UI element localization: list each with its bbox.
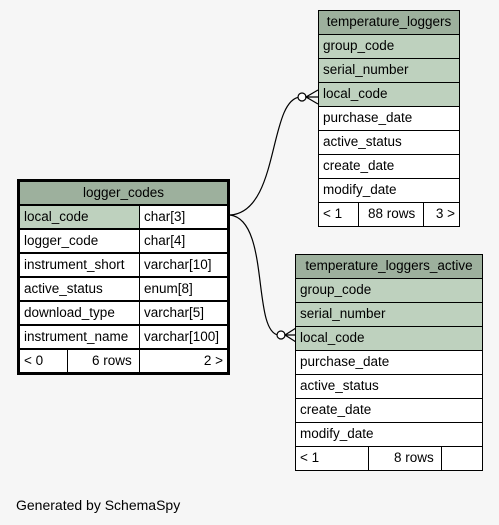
- column-row[interactable]: local_code: [295, 326, 483, 351]
- zero-cardinality-marker: [297, 92, 307, 102]
- column-type-text: varchar[5]: [144, 305, 205, 320]
- column-name: instrument_name: [24, 329, 129, 344]
- column-type: char[4]: [139, 229, 228, 253]
- column-name: local_code: [300, 330, 365, 345]
- parents-count[interactable]: < 1: [323, 206, 343, 221]
- row-count: 88 rows: [368, 206, 416, 221]
- column-row[interactable]: logger_code: [19, 229, 140, 253]
- parents-count[interactable]: < 1: [300, 450, 320, 465]
- crowfoot-marker: [283, 327, 297, 343]
- column-name: logger_code: [24, 233, 99, 248]
- table-title-text: logger_codes: [82, 185, 165, 200]
- table-footer: < 1 88 rows 3 >: [318, 202, 460, 227]
- column-row[interactable]: active_status: [318, 130, 460, 155]
- column-name: active_status: [24, 281, 103, 296]
- column-name: local_code: [24, 209, 89, 224]
- column-row[interactable]: serial_number: [318, 58, 460, 83]
- column-name: modify_date: [300, 426, 374, 441]
- column-type-text: char[4]: [144, 233, 186, 248]
- column-name: create_date: [323, 158, 395, 173]
- column-row[interactable]: local_code: [318, 82, 460, 107]
- column-type-text: varchar[100]: [144, 329, 220, 344]
- table-title-text: temperature_loggers: [326, 14, 452, 29]
- table-footer: < 0 6 rows 2 >: [19, 349, 228, 373]
- column-row[interactable]: create_date: [295, 398, 483, 423]
- column-row[interactable]: local_code: [19, 205, 140, 229]
- column-row[interactable]: modify_date: [318, 178, 460, 203]
- children-count[interactable]: 3 >: [435, 206, 455, 221]
- column-row[interactable]: download_type: [19, 301, 140, 325]
- column-name: create_date: [300, 402, 372, 417]
- parents-count[interactable]: < 0: [24, 353, 44, 368]
- column-name: group_code: [300, 282, 372, 297]
- column-name: serial_number: [323, 62, 409, 77]
- table-logger-codes[interactable]: logger_codes local_code char[3] logger_c…: [17, 179, 230, 375]
- column-type-text: varchar[10]: [144, 257, 212, 272]
- column-type: varchar[5]: [139, 301, 228, 325]
- crowfoot-marker: [304, 89, 319, 105]
- column-row[interactable]: instrument_name: [19, 325, 140, 349]
- column-row[interactable]: instrument_short: [19, 253, 140, 277]
- column-type-text: enum[8]: [144, 281, 193, 296]
- relationship-line-temperature-loggers-active: [229, 214, 279, 336]
- column-name: modify_date: [323, 182, 397, 197]
- column-row[interactable]: group_code: [318, 34, 460, 59]
- column-type: varchar[100]: [139, 325, 228, 349]
- column-name: active_status: [300, 378, 379, 393]
- column-type: enum[8]: [139, 277, 228, 301]
- column-name: group_code: [323, 38, 395, 53]
- column-row[interactable]: purchase_date: [318, 106, 460, 131]
- table-footer: < 1 8 rows: [295, 446, 483, 471]
- column-name: purchase_date: [300, 354, 390, 369]
- zero-cardinality-marker: [276, 330, 286, 340]
- table-temperature-loggers-active[interactable]: temperature_loggers_active group_code se…: [295, 254, 483, 471]
- column-name: serial_number: [300, 306, 386, 321]
- column-row[interactable]: serial_number: [295, 302, 483, 327]
- column-row[interactable]: active_status: [19, 277, 140, 301]
- column-row[interactable]: modify_date: [295, 422, 483, 447]
- relationship-line-temperature-loggers: [229, 96, 301, 216]
- children-count[interactable]: 2 >: [203, 353, 223, 368]
- column-row[interactable]: group_code: [295, 278, 483, 303]
- column-name: instrument_short: [24, 257, 125, 272]
- row-count: 8 rows: [394, 450, 434, 465]
- table-title[interactable]: temperature_loggers_active: [295, 254, 483, 279]
- column-type: varchar[10]: [139, 253, 228, 277]
- column-type: char[3]: [139, 205, 228, 229]
- table-title[interactable]: logger_codes: [19, 181, 228, 205]
- column-row[interactable]: purchase_date: [295, 350, 483, 375]
- generated-by-text: Generated by SchemaSpy: [16, 497, 181, 513]
- column-name: local_code: [323, 86, 388, 101]
- table-temperature-loggers[interactable]: temperature_loggers group_code serial_nu…: [318, 10, 460, 227]
- column-name: download_type: [24, 305, 115, 320]
- column-type-text: char[3]: [144, 209, 186, 224]
- row-count: 6 rows: [92, 353, 132, 368]
- table-title[interactable]: temperature_loggers: [318, 10, 460, 35]
- table-title-text: temperature_loggers_active: [305, 258, 473, 273]
- column-row[interactable]: create_date: [318, 154, 460, 179]
- column-name: purchase_date: [323, 110, 413, 125]
- column-row[interactable]: active_status: [295, 374, 483, 399]
- column-name: active_status: [323, 134, 402, 149]
